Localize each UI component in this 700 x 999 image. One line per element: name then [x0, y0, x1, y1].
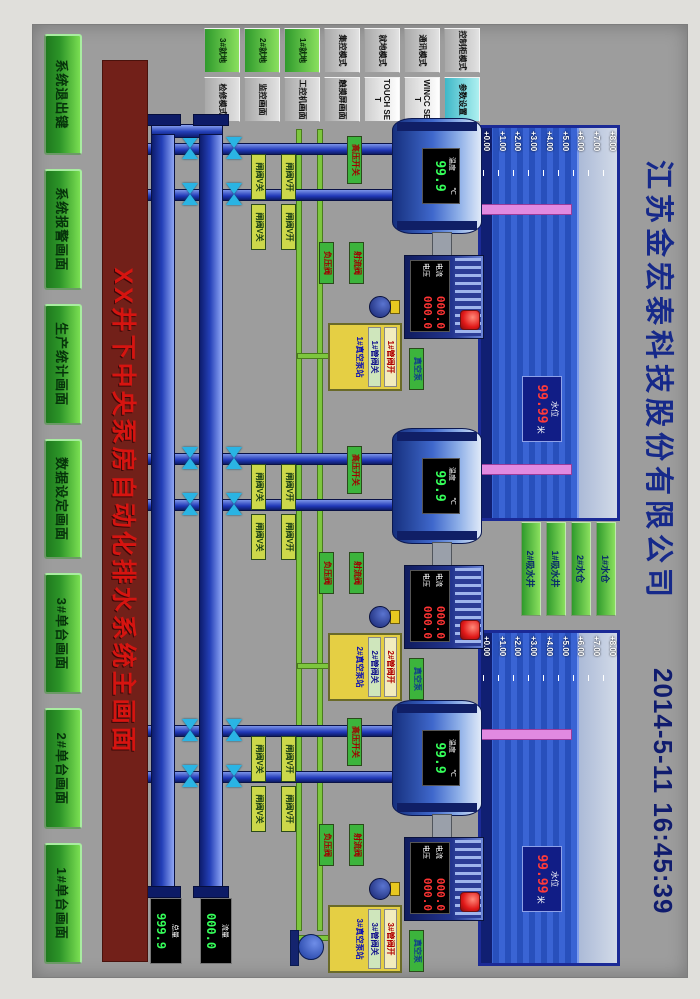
- coupling: [432, 232, 452, 257]
- page-title: XX井下中央泵房自动化排水系统主画面: [109, 267, 137, 755]
- jet-valve-tag: 射流阀: [349, 824, 364, 866]
- pipe-flange: [145, 886, 181, 898]
- nav-button-data-settings[interactable]: 数据设定画面: [44, 438, 82, 560]
- negative-pressure-valve-tag: 负压阀: [319, 242, 334, 284]
- gate-valve-open-tag: 闸阀V开: [281, 464, 296, 510]
- gate-valve-close-tag: 闸阀V关: [251, 736, 266, 782]
- gate-valve-open-tag: 闸阀V开: [281, 514, 296, 560]
- vacuum-pump-icon: [368, 604, 400, 628]
- mode-button-touch-set[interactable]: TOUCH SET: [364, 77, 400, 122]
- hv-switch-tag: 高压开关: [347, 446, 362, 494]
- nav-button-production-stats[interactable]: 生产统计画面: [44, 303, 82, 425]
- negative-pressure-valve-tag: 负压阀: [319, 824, 334, 866]
- butterfly-valve-icon: [182, 183, 198, 205]
- mode-button-cabinet[interactable]: 控制柜模式: [444, 28, 480, 73]
- nav-button-pump3-screen[interactable]: 3#单台画面: [44, 573, 82, 695]
- title-bar: XX井下中央泵房自动化排水系统主画面: [102, 60, 148, 962]
- butterfly-valve-icon: [226, 447, 242, 469]
- mode-button-touchscreen[interactable]: 触摸屏画面: [324, 77, 360, 122]
- gate-valve-close-tag: 闸阀V关: [251, 204, 266, 250]
- butterfly-valve-icon: [182, 493, 198, 515]
- mode-button-local-1[interactable]: 1#就地: [284, 28, 320, 73]
- mode-button-local-2[interactable]: 2#就地: [244, 28, 280, 73]
- nav-button-alarm-screen[interactable]: 系统报警画面: [44, 168, 82, 290]
- nav-button-system-exit[interactable]: 系统退出键: [44, 34, 82, 155]
- vacuum-station-panel: 1#管阀开 1#管阀关 1#真空泵站: [328, 323, 402, 391]
- mode-button-local[interactable]: 就地模式: [364, 28, 400, 73]
- vacuum-station-panel: 3#管阀开 3#管阀关 3#真空泵站: [328, 905, 402, 973]
- motor-status-lamp: [460, 310, 480, 330]
- pump-temperature-display: 温度℃ 99.9: [422, 730, 460, 786]
- vacuum-line-stub: [298, 354, 328, 358]
- butterfly-valve-icon: [182, 765, 198, 787]
- mode-button-ipc-screen[interactable]: 工控机画面: [284, 77, 320, 122]
- mode-button-wincc-set[interactable]: WINCC SET: [404, 77, 440, 122]
- motor-status-lamp: [460, 620, 480, 640]
- nav-button-pump2-screen[interactable]: 2#单台画面: [44, 708, 82, 830]
- aux-pump-icon: [290, 930, 328, 966]
- vacuum-pump-tag: 真空泵: [409, 658, 424, 700]
- flow-display-1: 流量 000.0: [200, 898, 232, 964]
- gate-valve-close-tag: 闸阀V关: [251, 154, 266, 200]
- discharge-main-2: [151, 134, 175, 888]
- butterfly-valve-icon: [226, 765, 242, 787]
- butterfly-valve-icon: [182, 447, 198, 469]
- butterfly-valve-icon: [226, 493, 242, 515]
- butterfly-valve-icon: [226, 719, 242, 741]
- mode-button-local-3[interactable]: 3#就地: [204, 28, 240, 73]
- hv-switch-tag: 高压开关: [347, 136, 362, 184]
- discharge-main-1: [199, 134, 223, 888]
- mode-button-comm[interactable]: 通讯模式: [404, 28, 440, 73]
- vacuum-line-stub: [298, 664, 328, 668]
- motor-status-lamp: [460, 892, 480, 912]
- vacuum-pump-tag: 真空泵: [409, 930, 424, 972]
- nav-bar: 系统退出键 系统报警画面 生产统计画面 数据设定画面 3#单台画面 2#单台画面…: [44, 34, 82, 965]
- butterfly-valve-icon: [182, 719, 198, 741]
- negative-pressure-valve-tag: 负压阀: [319, 552, 334, 594]
- gate-valve-open-tag: 闸阀V开: [281, 154, 296, 200]
- pump-temperature-display: 温度℃ 99.9: [422, 148, 460, 204]
- pipe-flange: [145, 114, 181, 126]
- gate-valve-open-tag: 闸阀V开: [281, 786, 296, 832]
- mode-button-param-set[interactable]: 参数设置: [444, 77, 480, 122]
- pipe-flange: [193, 886, 229, 898]
- vacuum-pump-tag: 真空泵: [409, 348, 424, 390]
- nav-button-pump1-screen[interactable]: 1#单台画面: [44, 843, 82, 965]
- gate-valve-open-tag: 闸阀V开: [281, 204, 296, 250]
- gate-valve-close-tag: 闸阀V关: [251, 514, 266, 560]
- mode-button-panel: 控制柜模式 通讯模式 就地模式 集控模式 1#就地 2#就地 3#就地 参数设置…: [204, 28, 480, 122]
- gate-valve-close-tag: 闸阀V关: [251, 464, 266, 510]
- butterfly-valve-icon: [226, 183, 242, 205]
- vacuum-pump-icon: [368, 876, 400, 900]
- gate-valve-open-tag: 闸阀V开: [281, 736, 296, 782]
- vacuum-pump-icon: [368, 294, 400, 318]
- mode-button-central[interactable]: 集控模式: [324, 28, 360, 73]
- pump-temperature-display: 温度℃ 99.9: [422, 458, 460, 514]
- butterfly-valve-icon: [226, 137, 242, 159]
- jet-valve-tag: 射流阀: [349, 552, 364, 594]
- coupling: [432, 814, 452, 839]
- mode-button-monitor[interactable]: 监控画面: [244, 77, 280, 122]
- hv-switch-tag: 高压开关: [347, 718, 362, 766]
- vacuum-station-panel: 2#管阀开 2#管阀关 2#真空泵站: [328, 633, 402, 701]
- coupling: [432, 542, 452, 567]
- pipe-flange: [193, 114, 229, 126]
- gate-valve-close-tag: 闸阀V关: [251, 786, 266, 832]
- flow-display-2: 总量 999.9: [150, 898, 182, 964]
- butterfly-valve-icon: [182, 137, 198, 159]
- jet-valve-tag: 射流阀: [349, 242, 364, 284]
